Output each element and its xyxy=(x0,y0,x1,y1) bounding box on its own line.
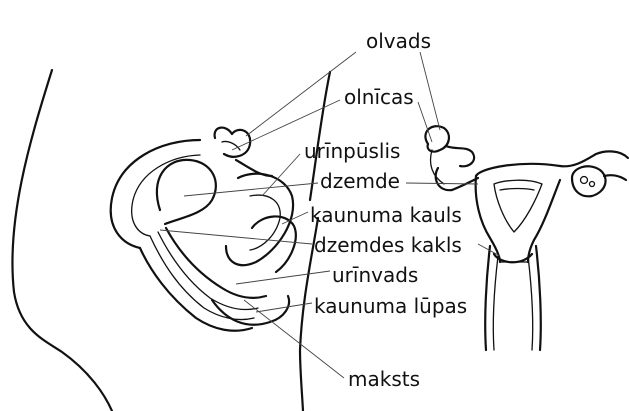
label-kaunuma-lupas: kaunuma lūpas xyxy=(314,294,467,318)
label-olvads: olvads xyxy=(366,29,431,53)
label-urinvads: urīnvads xyxy=(332,263,418,287)
label-dzemdes-kakls: dzemdes kakls xyxy=(314,233,462,257)
body-outline xyxy=(12,70,330,411)
label-olnicas: olnīcas xyxy=(344,85,414,109)
side-view-organs xyxy=(111,128,296,331)
label-kaunuma-kauls: kaunuma kauls xyxy=(310,203,462,227)
label-urinpuslis: urīnpūslis xyxy=(304,139,400,163)
label-maksts: maksts xyxy=(348,367,420,391)
label-dzemde: dzemde xyxy=(320,169,400,193)
